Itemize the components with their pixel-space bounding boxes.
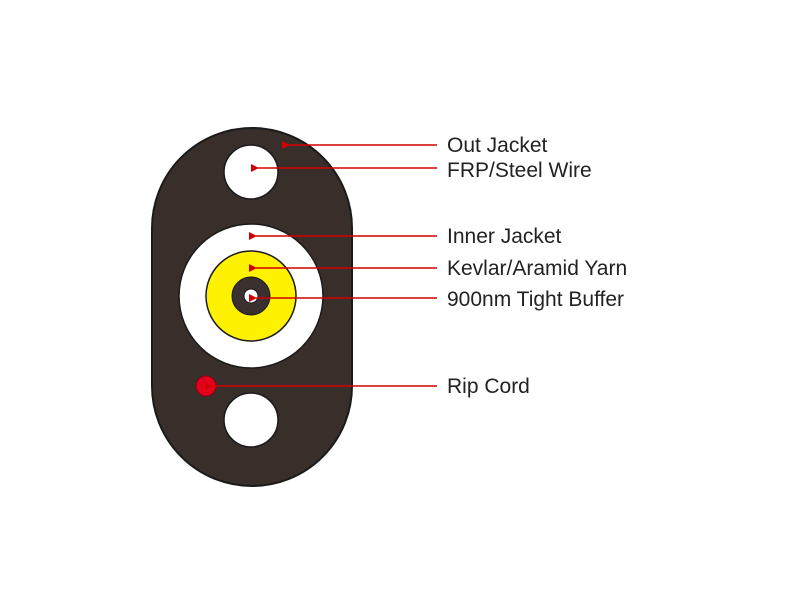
label-tight-buffer: 900nm Tight Buffer	[447, 288, 624, 311]
label-frp-steel-wire: FRP/Steel Wire	[447, 159, 592, 182]
fiber-core	[243, 288, 259, 304]
frp-steel-wire-top	[223, 144, 279, 200]
label-kevlar-aramid-yarn: Kevlar/Aramid Yarn	[447, 257, 627, 280]
label-rip-cord: Rip Cord	[447, 375, 530, 398]
frp-steel-wire-bottom	[223, 392, 279, 448]
label-inner-jacket: Inner Jacket	[447, 225, 562, 248]
label-out-jacket: Out Jacket	[447, 134, 548, 157]
